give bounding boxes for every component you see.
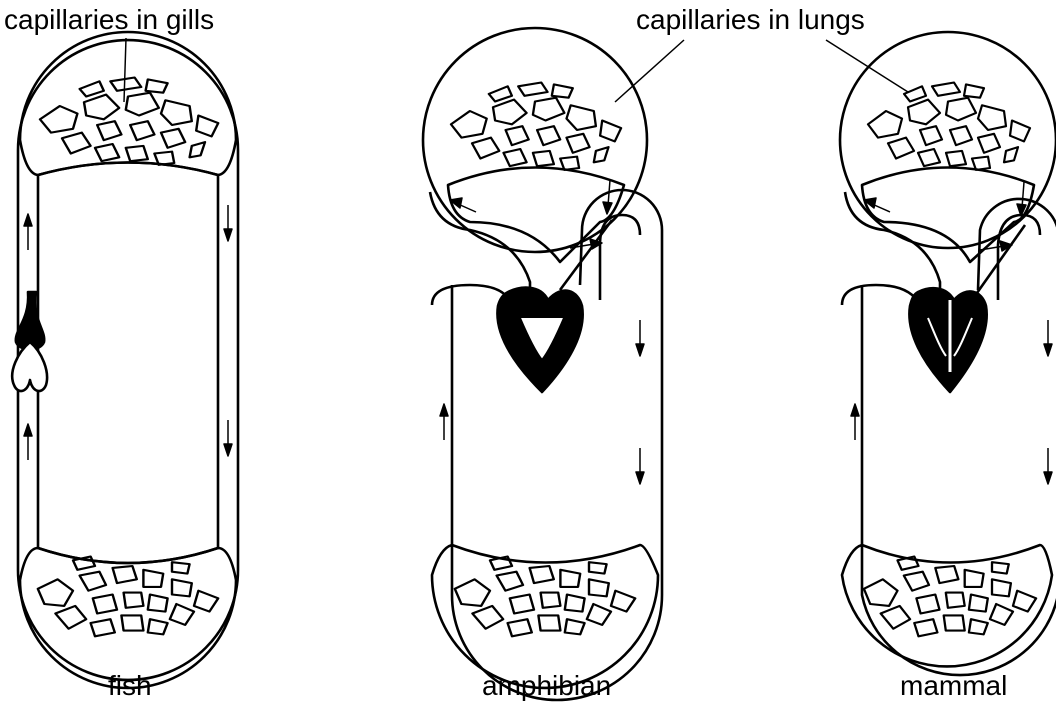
amphibian-lung-pocket bbox=[448, 168, 624, 263]
fish-body-network bbox=[38, 557, 218, 637]
label-mammal: mammal bbox=[900, 672, 1007, 700]
fish-inner-loop bbox=[38, 163, 218, 564]
mammal-lung-network bbox=[868, 83, 1030, 170]
fish-gills-leader-line bbox=[124, 38, 126, 102]
mammal-diagram bbox=[826, 32, 1056, 675]
amphibian-diagram bbox=[423, 28, 684, 700]
mammal-heart-icon bbox=[909, 288, 986, 392]
fish-gill-network bbox=[40, 78, 218, 165]
label-capillaries-in-gills: capillaries in gills bbox=[4, 6, 214, 34]
mammal-lungs-leader-line bbox=[826, 40, 908, 92]
fish-body-capillaries bbox=[20, 548, 236, 688]
amphibian-lung-network bbox=[451, 83, 621, 170]
fish-flow-arrows bbox=[24, 205, 232, 460]
fish-outer-loop bbox=[18, 40, 238, 680]
amphibian-body-outer-loop bbox=[452, 190, 662, 700]
fish-diagram bbox=[12, 32, 238, 688]
mammal-body-network bbox=[864, 557, 1036, 637]
amphibian-lungs-leader-line bbox=[615, 40, 684, 102]
label-amphibian: amphibian bbox=[482, 672, 611, 700]
label-capillaries-in-lungs: capillaries in lungs bbox=[636, 6, 865, 34]
amphibian-body-network bbox=[455, 557, 635, 637]
label-fish: fish bbox=[108, 672, 152, 700]
